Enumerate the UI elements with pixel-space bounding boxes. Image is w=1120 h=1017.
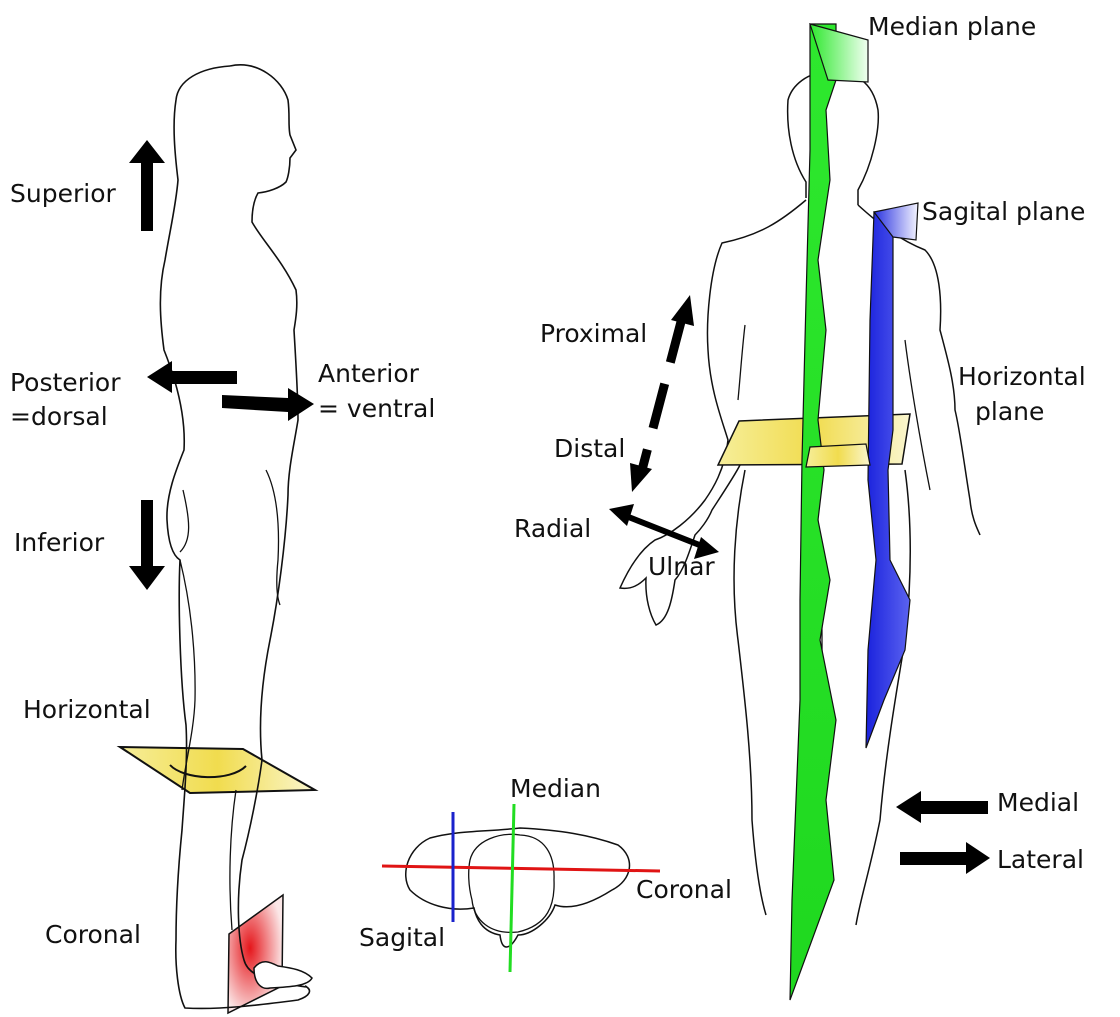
- proximal-distal-shaft: [642, 318, 682, 470]
- arrow-icon: [609, 504, 634, 526]
- label-posterior-dorsal: =dorsal: [10, 402, 108, 431]
- side-body-outline-back: [160, 66, 309, 1008]
- front-arm-inner-left: [738, 325, 745, 400]
- label-horizontal-plane-2: plane: [975, 397, 1044, 426]
- label-median-top: Median: [510, 774, 601, 803]
- label-proximal: Proximal: [540, 319, 647, 348]
- arrow-icon: [896, 791, 988, 823]
- label-coronal-side: Coronal: [45, 920, 141, 949]
- label-radial: Radial: [514, 514, 591, 543]
- arrow-icon: [147, 361, 237, 393]
- median-plane: [790, 24, 836, 1000]
- radial-ulnar-shaft: [626, 516, 702, 546]
- label-lateral: Lateral: [997, 845, 1084, 874]
- arrow-icon: [129, 140, 165, 231]
- arrow-icon: [671, 295, 694, 326]
- arrow-icon: [630, 463, 652, 492]
- label-superior: Superior: [10, 179, 116, 208]
- label-median-plane: Median plane: [868, 12, 1036, 41]
- label-ulnar: Ulnar: [648, 552, 715, 581]
- label-posterior: Posterior: [10, 368, 121, 397]
- label-horizontal-plane: Horizontal: [958, 362, 1086, 391]
- front-head: [788, 72, 879, 205]
- label-anterior-ventral: = ventral: [318, 394, 435, 423]
- arrow-icon: [129, 500, 165, 590]
- side-arm-line: [266, 470, 280, 605]
- side-leg-inner-low: [230, 790, 236, 930]
- side-body-outline-front: [230, 65, 306, 987]
- label-inferior: Inferior: [14, 528, 105, 557]
- coronal-plane: [228, 895, 283, 1013]
- horizontal-plane: [120, 747, 315, 793]
- side-back-leg: [180, 490, 189, 552]
- arrow-icon: [222, 388, 314, 421]
- horizontal-plane-center: [806, 444, 870, 467]
- label-anterior: Anterior: [318, 359, 420, 388]
- side-foot: [254, 962, 312, 989]
- label-sagital-top: Sagital: [359, 923, 445, 952]
- front-leg-left: [734, 470, 766, 915]
- label-horizontal: Horizontal: [23, 695, 151, 724]
- label-distal: Distal: [554, 434, 625, 463]
- label-medial: Medial: [997, 788, 1079, 817]
- label-sagital-plane: Sagital plane: [922, 197, 1085, 226]
- label-coronal-top: Coronal: [636, 875, 732, 904]
- sagittal-plane: [866, 212, 910, 748]
- arrow-icon: [900, 842, 990, 874]
